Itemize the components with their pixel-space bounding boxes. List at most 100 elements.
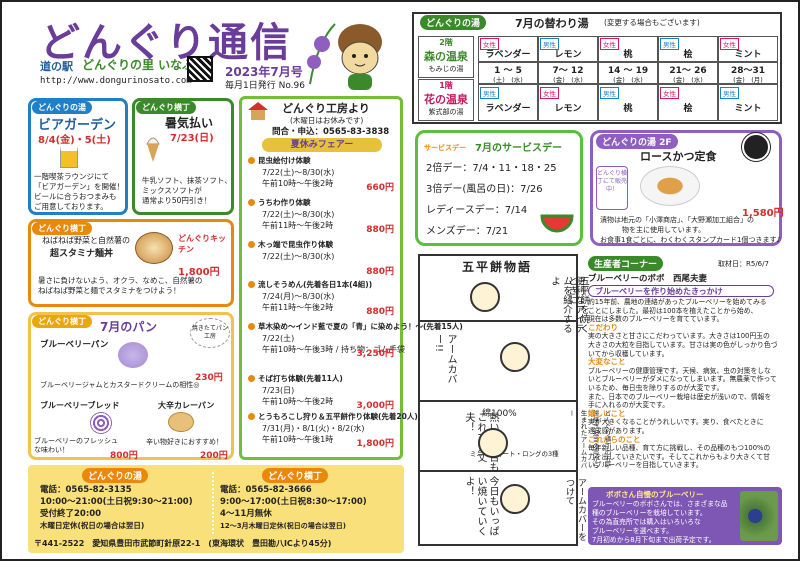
kitchen-body-line: ねばねば野菜と麺でスタミナをつけよう！ [38,286,181,295]
bath-note: (変更する場合もございます) [604,18,700,27]
katsu-body-line: 漬物は地元の「小澤商店」、「大野瀬加工組合」の [600,216,754,224]
workshop-subtitle: (木曜日はお休みです) [290,116,364,125]
bath-cell [538,62,598,84]
beer-body-line: ご用意しております。 [34,202,108,211]
gender-badge: 男性 [480,87,499,99]
kitchen-box [28,219,234,307]
producer-paragraph-line: 達成感があります。 [588,426,649,435]
curry-bread-icon [168,412,194,432]
producer-highlight: ブルーベリーを作り始めたきっかけ [588,285,774,297]
comic-panel-text: アームカバー!! [433,334,456,384]
soft-serve-icon [143,134,163,164]
bath-cell [718,84,778,121]
bath-type: ミント [734,50,762,60]
footer-line: 10:00〜21:00(土日祝9:30〜21:00) [40,497,193,507]
producer-box-line: その為直売所では購入はいろいろな [592,518,701,526]
summer-body-line: 牛乳ソフト、抹茶ソフト、 [142,176,232,185]
katsu-plate-icon [640,166,700,206]
bath-name: 森の温泉 [424,50,468,63]
event-name: 流しそうめん(先着各日1本(4組)) [258,280,373,289]
event-time: 午前11時〜午後2時 [262,221,334,230]
summer-body: 牛乳ソフト、抹茶ソフト、 ミックスソフトが 通常より50円引き！ [142,176,232,206]
event-dates: 7/22(土)〜8/30(水) [262,168,335,177]
gender-badge: 男性 [540,38,559,50]
bread-box [28,312,234,460]
producer-date: 取材日：R5/6/7 [718,260,769,268]
producer-tag: 生産者コーナー [588,256,664,271]
gender-badge: 女性 [720,38,739,50]
bath-cell [718,62,778,84]
event-dates: 7/22(土)〜8/30(水) [262,252,335,261]
bath-date-range: 28〜31 [730,66,766,76]
bath-cell [658,62,718,84]
bath-sub: もみじの湯 [428,65,464,73]
footer-line: 受付終了20:00 [40,509,102,519]
producer-subheading: 嬉しいこと [588,408,626,418]
comic-panel-text: 今日もいっぱい焼いていくよ！ [463,476,498,536]
bath-date-days: (土) (水) [493,76,523,84]
event-bullet-icon [248,323,255,330]
katsu-tag: どんぐりの湯 2F [596,134,678,149]
bath-date-range: 7〜 12 [552,66,584,76]
beer-garden-tag: どんぐりの湯 [32,101,92,114]
bath-sub: 紫式部の湯 [428,108,464,116]
service-box [415,130,583,246]
producer-subheading: これからのこと [588,434,641,444]
event-bullet-icon [248,281,255,288]
comic-panel-text: 綿100% [482,409,517,419]
bread-item-name: ブルーベリーブレッド [40,401,120,410]
workshop-title: どんぐり工房より [282,102,370,115]
comic-panel-text: ミニ・ショート・ロングの3種 [470,450,559,458]
service-line: メンズデー：7/21 [426,226,509,237]
station-name: どんぐりの里 いなぶ [82,58,195,72]
website-url[interactable]: http://www.dongurinosato.com [40,76,192,86]
summer-tag: どんぐり横丁 [136,101,196,114]
gender-badge: 女性 [660,87,679,99]
bath-cell [598,84,658,121]
producer-paragraph-line: 実の大きさと甘さにこだわっています。大きさは100円玉の [588,332,770,341]
fair-banner: 夏休みフェアー [262,138,382,152]
event-dates: 7/24(月)〜8/30(水) [262,292,335,301]
bath-cell [478,84,538,121]
bath-type: レモン [554,50,582,60]
producer-box-line: ブルーベリーのボボさんでは、さまざまな品 [592,500,728,508]
service-label: サービスデー [424,144,466,152]
gender-badge: 男性 [600,87,619,99]
event-time: 午前11時〜午後2時 [262,303,334,312]
producer-paragraph-line: 現在は多数のブルーベリーを育てています。 [588,315,724,324]
bath-type: 桧 [683,50,693,60]
comic-character-icon [470,282,500,312]
bread-item-name: 大辛カレーパン [158,401,215,410]
bread-item-price: 800円 [110,451,138,461]
producer-paragraph-line: 約15年前、農地の連絡があったブルーベリーを始めてみる [588,298,767,306]
bread-item-name: ブルーベリーパン [40,340,109,350]
bread-item-price: 230円 [195,373,223,383]
bread-badge: 焼きたてパン工房 [190,318,230,348]
footer-yokocho-info: 電話：0565-82-3666 9:00〜17:00(土日祝8:30〜17:00… [220,484,367,532]
footer-line: 9:00〜17:00(土日祝8:30〜17:00) [220,497,367,507]
bath-type: 桃 [623,50,633,60]
bath-date-days: (金) (水) [613,76,643,84]
event-price: 1,800円 [356,439,394,449]
event-price: 880円 [366,307,394,317]
comic-divider [419,320,577,322]
beer-garden-box [28,98,128,215]
comic-character-icon [500,484,530,514]
event-price: 880円 [366,225,394,235]
event-bullet-icon [248,157,255,164]
producer-box-title: ボボさん自慢のブルーベリー [606,490,704,499]
event-name: 草木染め〜インド藍で夏の「青」に染めよう！〜(先着15人) [258,322,463,331]
floor-label: 1階 [439,81,453,90]
producer-subheading: こだわり [588,322,618,332]
event-name: 昆虫絵付け体験 [258,156,311,165]
producer-subheading: 大変なこと [588,357,626,367]
beer-garden-body: 一階喫茶ラウンジにて 「ビアガーデン」を開催！ ビールに合うおつまみも ご用意し… [34,172,124,212]
summer-body-line: ミックスソフトが [142,186,202,195]
gender-badge: 女性 [480,38,499,50]
bath-date-range: 14 〜 19 [607,66,649,76]
bath-cell [598,62,658,84]
katsu-title: ロースかつ定食 [640,150,717,163]
kitchen-price: 1,800円 [178,267,220,278]
bath-type: 桧 [683,104,693,114]
beer-garden-date: 8/4(金)・5(土) [38,135,111,146]
